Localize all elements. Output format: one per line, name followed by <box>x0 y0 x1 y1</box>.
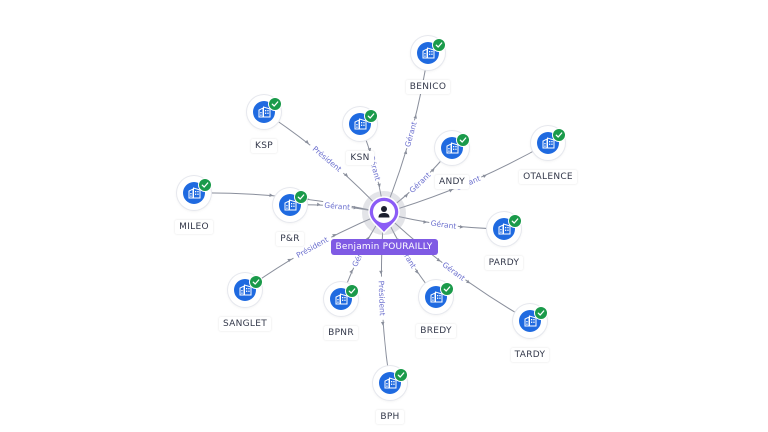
company-label: MILEO <box>154 214 234 234</box>
arrow-icon <box>414 269 419 274</box>
company-label: BPH <box>350 404 430 424</box>
edge-label-benico: Gérant <box>402 114 419 155</box>
arrow-icon <box>448 189 453 193</box>
arrow-icon <box>269 193 274 197</box>
company-label: BPNR <box>301 320 381 340</box>
verified-check-icon <box>508 214 522 228</box>
company-name: BENICO <box>405 80 451 94</box>
company-name: MILEO <box>175 220 213 234</box>
check-icon <box>537 310 545 316</box>
check-icon <box>348 288 356 294</box>
person-name: Benjamin POURAILLY <box>330 239 438 255</box>
company-label: KSN <box>320 145 400 165</box>
arrow-icon <box>353 205 358 210</box>
check-icon <box>201 182 209 188</box>
verified-check-icon <box>268 97 282 111</box>
company-label: KSP <box>224 133 304 153</box>
company-name: ANDY <box>434 175 470 189</box>
company-label: TARDY <box>490 342 570 362</box>
arrow-icon <box>459 225 464 229</box>
svg-text:Gérant: Gérant <box>403 121 419 148</box>
verified-check-icon <box>249 275 263 289</box>
company-name: BREDY <box>416 324 456 338</box>
person-label: Benjamin POURAILLY <box>324 234 444 255</box>
svg-text:Gérant: Gérant <box>430 219 457 231</box>
check-icon <box>271 101 279 107</box>
verified-check-icon <box>534 306 548 320</box>
check-icon <box>443 286 451 292</box>
company-name: KSP <box>251 139 277 153</box>
company-name: OTALENCE <box>519 170 577 184</box>
verified-check-icon <box>440 282 454 296</box>
arrow-icon <box>380 321 385 326</box>
arrow-icon <box>367 147 372 152</box>
arrow-icon <box>287 258 292 263</box>
company-label: PARDY <box>464 250 544 270</box>
check-icon <box>297 194 305 200</box>
company-label: ANDY <box>412 169 492 189</box>
arrow-icon <box>403 150 408 155</box>
company-label: BENICO <box>388 74 468 94</box>
check-icon <box>367 113 375 119</box>
svg-text:Gérant: Gérant <box>324 201 351 212</box>
building-icon <box>284 199 296 211</box>
arrow-icon <box>466 279 470 284</box>
verified-check-icon <box>345 284 359 298</box>
company-name: TARDY <box>510 348 550 362</box>
arrow-icon <box>379 270 383 275</box>
arrow-icon <box>430 168 435 173</box>
check-icon <box>252 279 260 285</box>
edge-label-bph: Président <box>376 270 388 326</box>
verified-check-icon <box>364 109 378 123</box>
check-icon <box>397 372 405 378</box>
svg-text:Président: Président <box>377 281 387 316</box>
company-name: KSN <box>346 151 374 165</box>
check-icon <box>511 218 519 224</box>
arrow-icon <box>404 194 408 198</box>
building-icon <box>188 187 200 199</box>
verified-check-icon <box>552 128 566 142</box>
company-label: BREDY <box>396 318 476 338</box>
user-icon <box>381 206 387 212</box>
arrow-icon <box>332 234 337 238</box>
arrow-icon <box>344 172 348 177</box>
edge-label-pardy: Gérant <box>423 218 464 231</box>
verified-check-icon <box>456 133 470 147</box>
arrow-icon <box>349 269 353 274</box>
location-pin-icon <box>368 196 400 234</box>
company-label: OTALENCE <box>508 164 588 184</box>
company-label: P&R <box>250 226 330 246</box>
company-name: PARDY <box>484 256 524 270</box>
company-name: P&R <box>276 232 304 246</box>
arrow-icon <box>413 114 417 119</box>
check-icon <box>555 132 563 138</box>
company-name: SANGLET <box>218 317 272 331</box>
check-icon <box>459 137 467 143</box>
company-name: BPNR <box>324 326 358 340</box>
verified-check-icon <box>432 38 446 52</box>
svg-text:Gérant: Gérant <box>441 260 467 283</box>
check-icon <box>435 42 443 48</box>
company-name: BPH <box>376 410 404 424</box>
verified-check-icon <box>198 178 212 192</box>
verified-check-icon <box>394 368 408 382</box>
verified-check-icon <box>294 190 308 204</box>
arrow-icon <box>436 257 441 262</box>
edge-label-pr: Gérant <box>316 200 358 212</box>
arrow-icon <box>304 139 309 144</box>
arrow-icon <box>316 202 321 207</box>
company-label: SANGLET <box>205 311 285 331</box>
arrow-icon <box>377 183 381 188</box>
arrow-icon <box>482 174 487 179</box>
arrow-icon <box>423 220 428 224</box>
